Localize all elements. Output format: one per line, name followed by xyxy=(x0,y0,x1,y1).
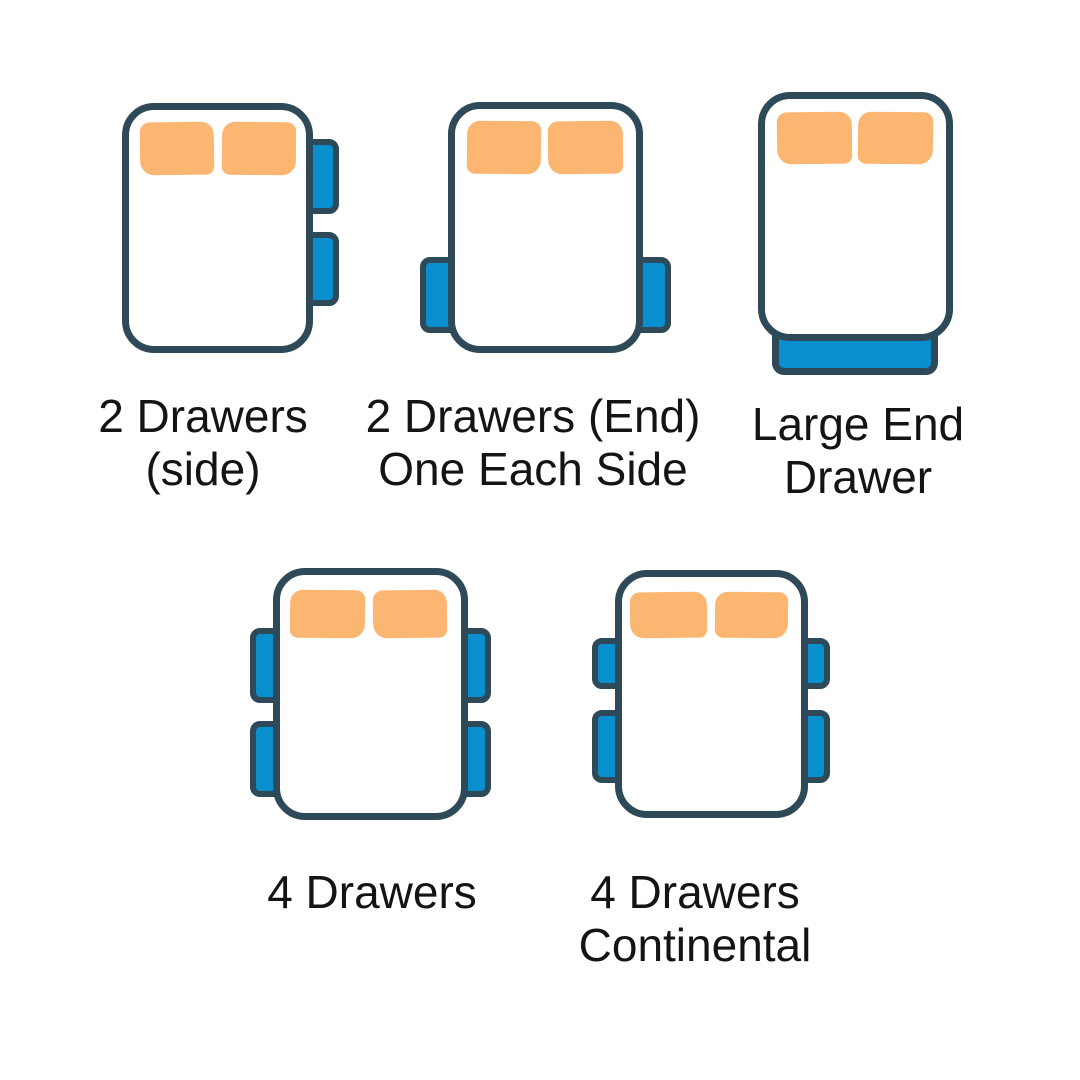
label-line: Continental xyxy=(578,919,812,971)
figure-label: 4 Drawers Continental xyxy=(515,866,875,972)
figure-label: Large End Drawer xyxy=(698,398,1018,504)
pillow-right xyxy=(372,589,448,639)
label-line: (side) xyxy=(145,443,261,495)
label-line: 2 Drawers xyxy=(98,390,308,442)
figure-label: 2 Drawers (End) One Each Side xyxy=(333,390,733,496)
pillow-left xyxy=(629,591,708,639)
figure-label: 2 Drawers (side) xyxy=(33,390,373,496)
pillow-right xyxy=(857,111,934,165)
pillow-left xyxy=(466,120,542,175)
label-line: Drawer xyxy=(783,451,933,503)
pillow-left xyxy=(139,121,215,176)
label-line: One Each Side xyxy=(378,443,688,495)
label-line: 4 Drawers xyxy=(267,866,477,918)
bed-outline xyxy=(273,568,468,820)
pillow-right xyxy=(547,120,624,175)
bed-outline xyxy=(758,92,953,341)
label-line: Large End xyxy=(751,398,965,450)
bed-outline xyxy=(122,103,313,353)
pillow-left xyxy=(289,589,366,639)
label-line: 2 Drawers (End) xyxy=(365,390,701,442)
pillow-right xyxy=(714,591,789,639)
figure-label: 4 Drawers xyxy=(202,866,542,919)
pillow-right xyxy=(221,121,297,176)
bed-outline xyxy=(615,570,808,818)
pillow-left xyxy=(776,111,853,165)
label-line: 4 Drawers xyxy=(590,866,800,918)
bed-outline xyxy=(448,102,643,353)
